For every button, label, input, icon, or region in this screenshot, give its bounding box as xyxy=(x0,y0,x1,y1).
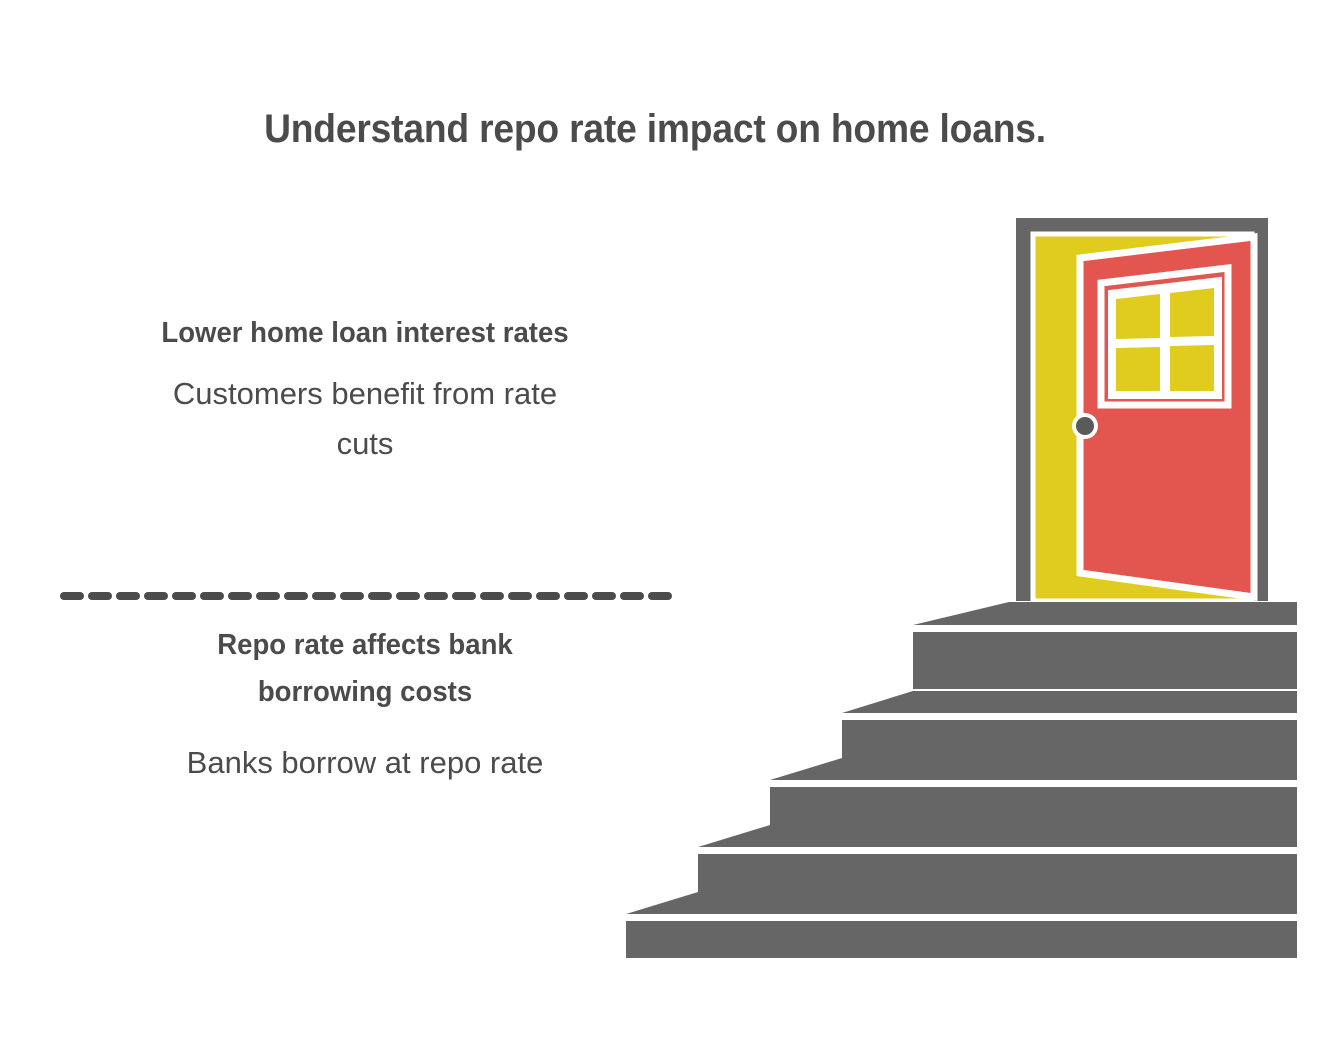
info-block-repo-rate: Repo rate affects bank borrowing costs B… xyxy=(55,622,675,788)
door-window-pane-bottom-left xyxy=(1116,347,1160,391)
step-riser xyxy=(626,921,1297,958)
step-tread xyxy=(913,602,1297,625)
door-knob-ring xyxy=(1072,413,1098,439)
door-window-inner-frame xyxy=(1108,276,1222,399)
info-block-heading: Lower home loan interest rates xyxy=(161,317,569,349)
door-frame-icon xyxy=(1016,218,1268,601)
step-riser xyxy=(698,854,1297,911)
door-window-pane-top-right xyxy=(1170,288,1214,337)
info-block-body: Customers benefit from rate cuts xyxy=(172,376,558,461)
door-window-pane-bottom-right xyxy=(1170,345,1214,391)
door-window-pane-top-left xyxy=(1116,294,1160,339)
dashed-divider xyxy=(60,592,672,600)
page-title: Understand repo rate impact on home loan… xyxy=(264,107,1046,151)
step-tread xyxy=(842,691,1297,713)
doorway-opening xyxy=(1033,234,1252,601)
door-panel xyxy=(1076,233,1258,602)
step-tread xyxy=(626,892,1297,914)
info-block-lower-rates: Lower home loan interest rates Customers… xyxy=(55,310,675,469)
info-block-body: Banks borrow at repo rate xyxy=(186,745,544,780)
text-column: Lower home loan interest rates Customers… xyxy=(55,0,675,1056)
step-riser xyxy=(913,632,1297,689)
door-window-outer-frame xyxy=(1097,264,1232,409)
step-riser xyxy=(842,720,1297,777)
door-knob-icon xyxy=(1076,417,1094,435)
info-block-heading: Repo rate affects bank borrowing costs xyxy=(217,629,513,708)
doorway-outline xyxy=(1030,231,1255,604)
step-tread xyxy=(770,758,1297,780)
step-tread xyxy=(698,825,1297,847)
step-riser xyxy=(770,787,1297,844)
